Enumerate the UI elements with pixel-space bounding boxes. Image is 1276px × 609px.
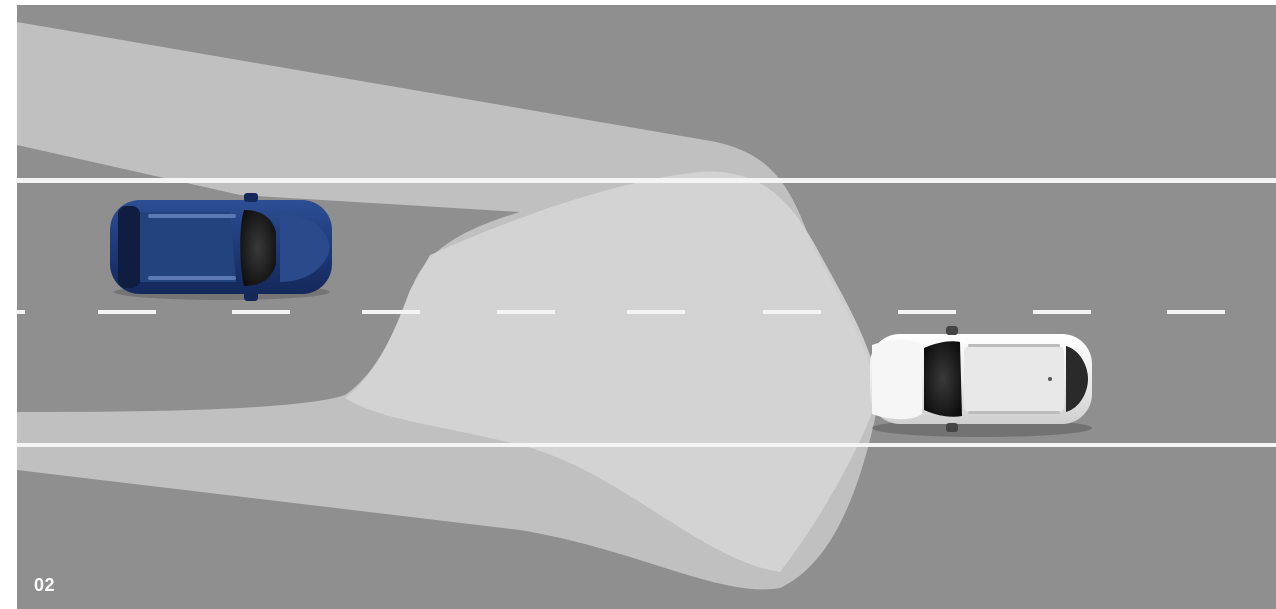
upper-edge-line (17, 178, 1276, 183)
lower-edge-line (17, 443, 1276, 447)
own-car (870, 326, 1092, 437)
figure-number-label: 02 (34, 575, 55, 596)
oncoming-car (110, 193, 332, 301)
